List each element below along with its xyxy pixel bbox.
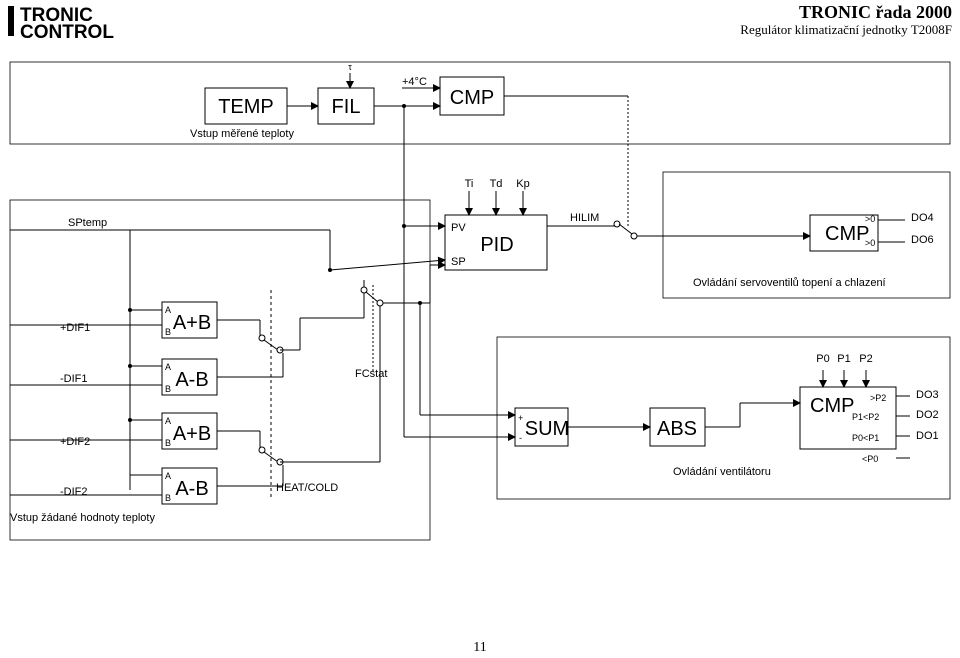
switch-1-contact (258, 334, 266, 342)
pv-label: PV (451, 222, 466, 234)
logo-line1: TRONIC (20, 5, 93, 26)
lower-section: +DIF1 -DIF1 +DIF2 -DIF2 A B A+B A B A-B … (10, 224, 516, 524)
dif-label-0: +DIF1 (60, 322, 90, 334)
sptemp-label: SPtemp (68, 217, 107, 229)
do1-label: DO1 (916, 430, 939, 442)
top-section: TEMP FIL τ +4°C CMP Vstup měřené teploty (190, 62, 629, 226)
cmp-block-servo (809, 214, 879, 252)
dif-label-3: -DIF2 (60, 486, 88, 498)
tau-label: τ (348, 62, 352, 72)
switch-2 (263, 451, 279, 463)
block-3-port-a: A (165, 471, 171, 481)
p0-label: P0 (816, 353, 829, 365)
p1-label: P1 (837, 353, 850, 365)
block-1-op: A-B (175, 369, 208, 391)
header-subtitle: Regulátor klimatizační jednotky T2008F (740, 22, 952, 37)
p0-lt-p1-label: P0<P1 (852, 433, 879, 443)
do4-label: DO4 (911, 212, 934, 224)
hilim-switch (618, 223, 633, 235)
plus4c-label: +4°C (402, 76, 427, 88)
gt0-a-label: >0 (865, 214, 875, 224)
hilim-label: HILIM (570, 212, 599, 224)
tronic-control-logo: TRONIC CONTROL (8, 5, 114, 42)
block-2-op: A+B (173, 423, 211, 445)
logo-line2: CONTROL (20, 22, 114, 42)
sum-block-label: SUM (525, 418, 569, 440)
block-3-op: A-B (175, 478, 208, 500)
block-2-port-b: B (165, 438, 171, 448)
dif-label-2: +DIF2 (60, 436, 90, 448)
cmp-block-fan (799, 386, 897, 450)
cmp-block-top-label: CMP (450, 87, 494, 109)
sp-label: SP (451, 256, 466, 268)
section-fan (496, 336, 951, 500)
section-servo (662, 171, 951, 299)
logo-bar (8, 6, 14, 36)
temp-block-label: TEMP (218, 96, 274, 118)
fcstat-label: FCstat (355, 368, 387, 380)
cmp-block-servo-label: CMP (825, 223, 869, 245)
heat-cold-label: HEAT/COLD (276, 482, 338, 494)
do2-label: DO2 (916, 409, 939, 421)
fil-block-label: FIL (332, 96, 361, 118)
block-1-port-a: A (165, 362, 171, 372)
sum-minus-label: - (519, 433, 522, 443)
block-0-port-b: B (165, 327, 171, 337)
block-1-port-b: B (165, 384, 171, 394)
section-setpoint-input (9, 199, 431, 541)
sum-plus-label: + (518, 413, 523, 423)
block-0-port-a: A (165, 305, 171, 315)
measured-input-caption: Vstup měřené teploty (190, 128, 294, 140)
p1-lt-p2-label: P1<P2 (852, 412, 879, 422)
page-number: 11 (473, 640, 487, 655)
block-0: A B A+B (161, 301, 218, 339)
block-2: A B A+B (161, 412, 218, 450)
ti-label: Ti (465, 178, 474, 190)
servo-caption: Ovládání servoventilů topení a chlazení (693, 277, 886, 289)
do3-label: DO3 (916, 389, 939, 401)
pid-block (444, 214, 548, 271)
switch-2-contact (258, 446, 266, 454)
fan-caption: Ovládání ventilátoru (673, 466, 771, 478)
gt-p2-label: >P2 (870, 393, 886, 403)
block-0-op: A+B (173, 312, 211, 334)
header-title: TRONIC řada 2000 (798, 2, 952, 22)
section-measured-input (9, 61, 951, 145)
gt0-b-label: >0 (865, 238, 875, 248)
dif-label-1: -DIF1 (60, 373, 88, 385)
fan-section: SUM + - ABS CMP >P2 P1<P2 P0<P1 <P0 P0 P… (514, 353, 939, 478)
setpoint-input-caption: Vstup žádané hodnoty teploty (10, 512, 155, 524)
block-1: A B A-B (161, 358, 218, 396)
cmp-block-fan-label: CMP (810, 395, 854, 417)
lt-p0-label: <P0 (862, 454, 878, 464)
block-3-port-b: B (165, 493, 171, 503)
fcstat-switch (365, 291, 379, 303)
kp-label: Kp (516, 178, 529, 190)
td-label: Td (490, 178, 503, 190)
abs-block-label: ABS (657, 418, 697, 440)
block-2-port-a: A (165, 416, 171, 426)
p2-label: P2 (859, 353, 872, 365)
do6-label: DO6 (911, 234, 934, 246)
block-3: A B A-B (161, 467, 218, 505)
hilim-switch-contact (613, 220, 621, 228)
pid-block-label: PID (480, 234, 513, 256)
middle-section: Ti Td Kp PID PV SP SPtemp HILIM CMP >0 >… (10, 178, 934, 289)
switch-1 (263, 339, 279, 351)
